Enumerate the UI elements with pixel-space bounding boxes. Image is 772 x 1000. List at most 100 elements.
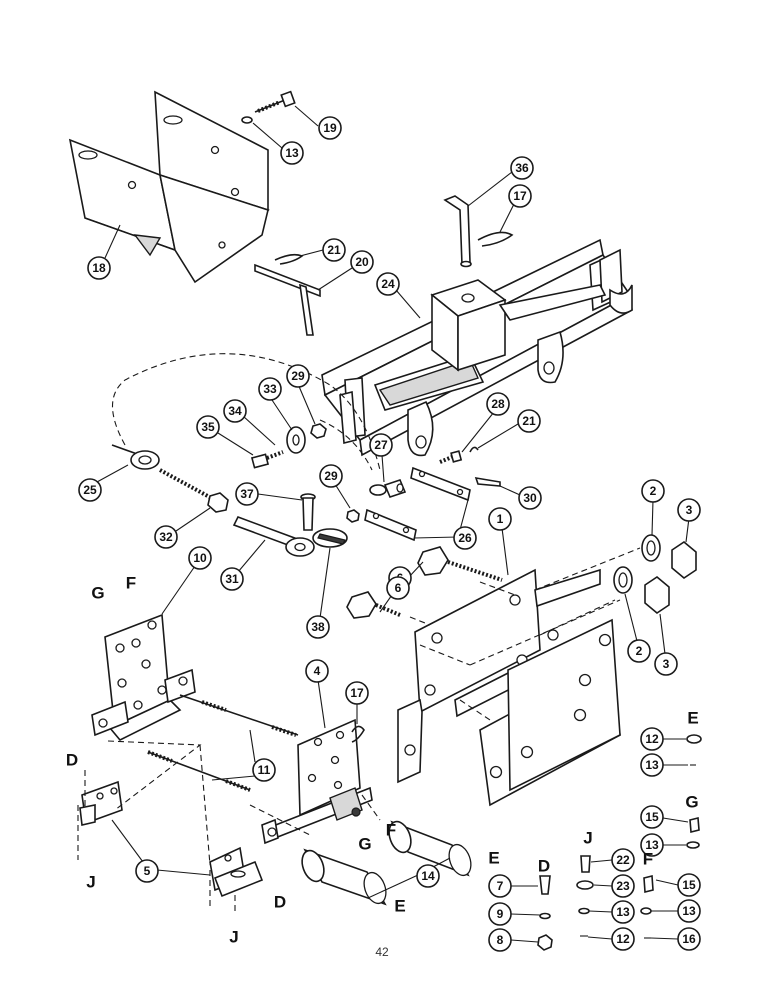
callout-15-right: 15 <box>640 805 689 829</box>
callout-28: 28 <box>461 392 510 453</box>
svg-text:1: 1 <box>497 512 504 526</box>
nut-3-upper <box>671 541 697 579</box>
letter-f-mid: F <box>386 821 396 840</box>
bolt-35 <box>250 450 284 469</box>
callout-22: 22 <box>590 848 635 872</box>
svg-text:2: 2 <box>636 644 643 658</box>
svg-text:13: 13 <box>285 146 299 160</box>
letter-d-left: D <box>66 751 78 770</box>
svg-text:25: 25 <box>83 483 97 497</box>
bracket-10 <box>91 613 196 741</box>
letter-j-left: J <box>86 873 95 892</box>
link-plates-26 <box>364 466 471 542</box>
callout-3-upper: 3 <box>677 498 701 543</box>
callout-13-right-b: 13 <box>640 833 686 857</box>
svg-text:31: 31 <box>225 572 239 586</box>
svg-text:34: 34 <box>228 404 242 418</box>
callout-12-bottom: 12 <box>587 927 635 951</box>
svg-text:13: 13 <box>616 905 630 919</box>
callout-36: 36 <box>467 156 534 207</box>
letter-e-spacer-2: E <box>394 897 405 916</box>
callout-2-upper: 2 <box>641 479 665 536</box>
pulley-33 <box>286 426 306 454</box>
svg-text:7: 7 <box>497 879 504 893</box>
letter-e-spacer-1: E <box>488 849 499 868</box>
svg-text:13: 13 <box>645 838 659 852</box>
bracket-18 <box>68 90 270 284</box>
svg-text:15: 15 <box>645 810 659 824</box>
callout-17-top: 17 <box>499 184 532 233</box>
callout-15-bottom: 15 <box>655 873 701 897</box>
callout-23: 23 <box>593 874 635 898</box>
svg-text:29: 29 <box>324 469 338 483</box>
callout-24: 24 <box>376 272 421 319</box>
callout-13-right-a: 13 <box>640 753 688 777</box>
svg-text:20: 20 <box>355 255 369 269</box>
bolt-28 <box>439 450 463 464</box>
spacer-14-lower <box>301 848 387 906</box>
svg-text:17: 17 <box>350 686 364 700</box>
svg-text:22: 22 <box>616 853 630 867</box>
callout-6-lower-text: 6 <box>395 581 402 595</box>
svg-text:26: 26 <box>458 531 472 545</box>
nut-29-top <box>310 423 327 439</box>
svg-text:12: 12 <box>645 732 659 746</box>
cable-end-25 <box>111 444 216 502</box>
svg-text:30: 30 <box>523 491 537 505</box>
callout-2-lower: 2 <box>624 593 651 663</box>
threaded-rods-11 <box>147 694 299 792</box>
svg-text:8: 8 <box>497 933 504 947</box>
callout-26: 26 <box>413 499 477 550</box>
callout-19: 19 <box>294 105 342 140</box>
svg-text:36: 36 <box>515 161 529 175</box>
callout-21-top: 21 <box>299 238 346 262</box>
letter-f-right: F <box>643 850 653 869</box>
svg-text:3: 3 <box>686 503 693 517</box>
callout-38: 38 <box>306 547 331 639</box>
letter-j-bottom: J <box>229 928 238 947</box>
lock-washer-2-upper <box>641 534 661 562</box>
callout-27: 27 <box>369 433 393 483</box>
callout-13-far: 13 <box>651 899 701 923</box>
rod-31 <box>232 516 315 557</box>
svg-text:12: 12 <box>616 932 630 946</box>
letter-g-right: G <box>685 793 698 812</box>
bolt-6-lower <box>346 591 401 619</box>
bolt-19 <box>241 90 296 124</box>
callout-14: 14 <box>367 857 451 899</box>
lynch-pin-38 <box>312 528 348 548</box>
letter-j-right: J <box>583 829 592 848</box>
svg-text:33: 33 <box>263 382 277 396</box>
svg-text:2: 2 <box>650 484 657 498</box>
svg-text:18: 18 <box>92 261 106 275</box>
callout-32: 32 <box>154 507 211 549</box>
letter-e-right: E <box>687 709 698 728</box>
callout-8: 8 <box>488 928 539 952</box>
callout-1: 1 <box>488 507 512 576</box>
bracket-4 <box>261 718 373 845</box>
callout-30: 30 <box>499 485 542 510</box>
svg-text:28: 28 <box>491 397 505 411</box>
svg-text:11: 11 <box>258 763 271 777</box>
callout-5: 5 <box>111 819 211 883</box>
svg-text:9: 9 <box>497 907 504 921</box>
svg-text:16: 16 <box>682 932 696 946</box>
svg-text:13: 13 <box>645 758 659 772</box>
assembly-lines-lower <box>77 740 381 912</box>
assembly-lines <box>409 547 641 721</box>
bolt-6-upper <box>417 546 503 582</box>
callout-34: 34 <box>223 399 276 446</box>
callout-25: 25 <box>78 464 129 502</box>
callout-29-top: 29 <box>286 364 316 425</box>
svg-text:14: 14 <box>421 869 435 883</box>
svg-text:37: 37 <box>240 487 254 501</box>
svg-text:19: 19 <box>323 121 337 135</box>
svg-text:4: 4 <box>314 664 321 678</box>
svg-text:23: 23 <box>616 879 630 893</box>
callout-3-lower: 3 <box>654 613 678 676</box>
pin-30 <box>474 476 501 487</box>
letter-g-mid: G <box>358 835 371 854</box>
nut-32 <box>207 492 229 513</box>
spacer-14-upper <box>388 820 472 877</box>
